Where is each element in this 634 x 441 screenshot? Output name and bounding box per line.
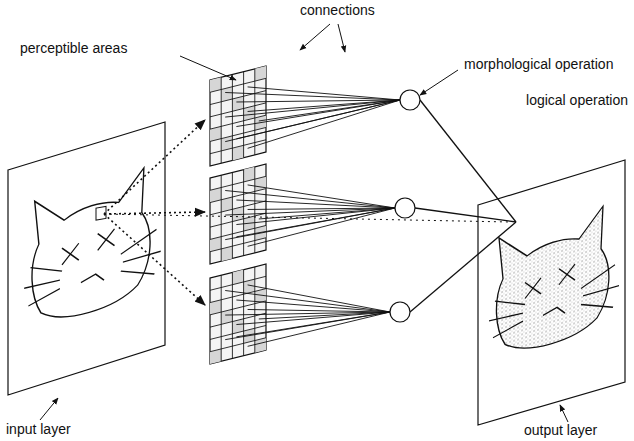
operation-label: logical operation [524, 92, 630, 108]
label-pointers [40, 24, 568, 422]
connections-label: connections [298, 2, 377, 18]
layer-label: output layer [522, 422, 599, 438]
region-label: perceptible areas [18, 40, 129, 56]
output-panel [478, 160, 625, 425]
operation-label: morphological operation [462, 56, 615, 72]
input-cat [24, 163, 161, 331]
input-panel [8, 122, 165, 395]
output-cat [489, 202, 619, 362]
layer-label: input layer [4, 421, 73, 437]
connection-lines [104, 87, 516, 346]
